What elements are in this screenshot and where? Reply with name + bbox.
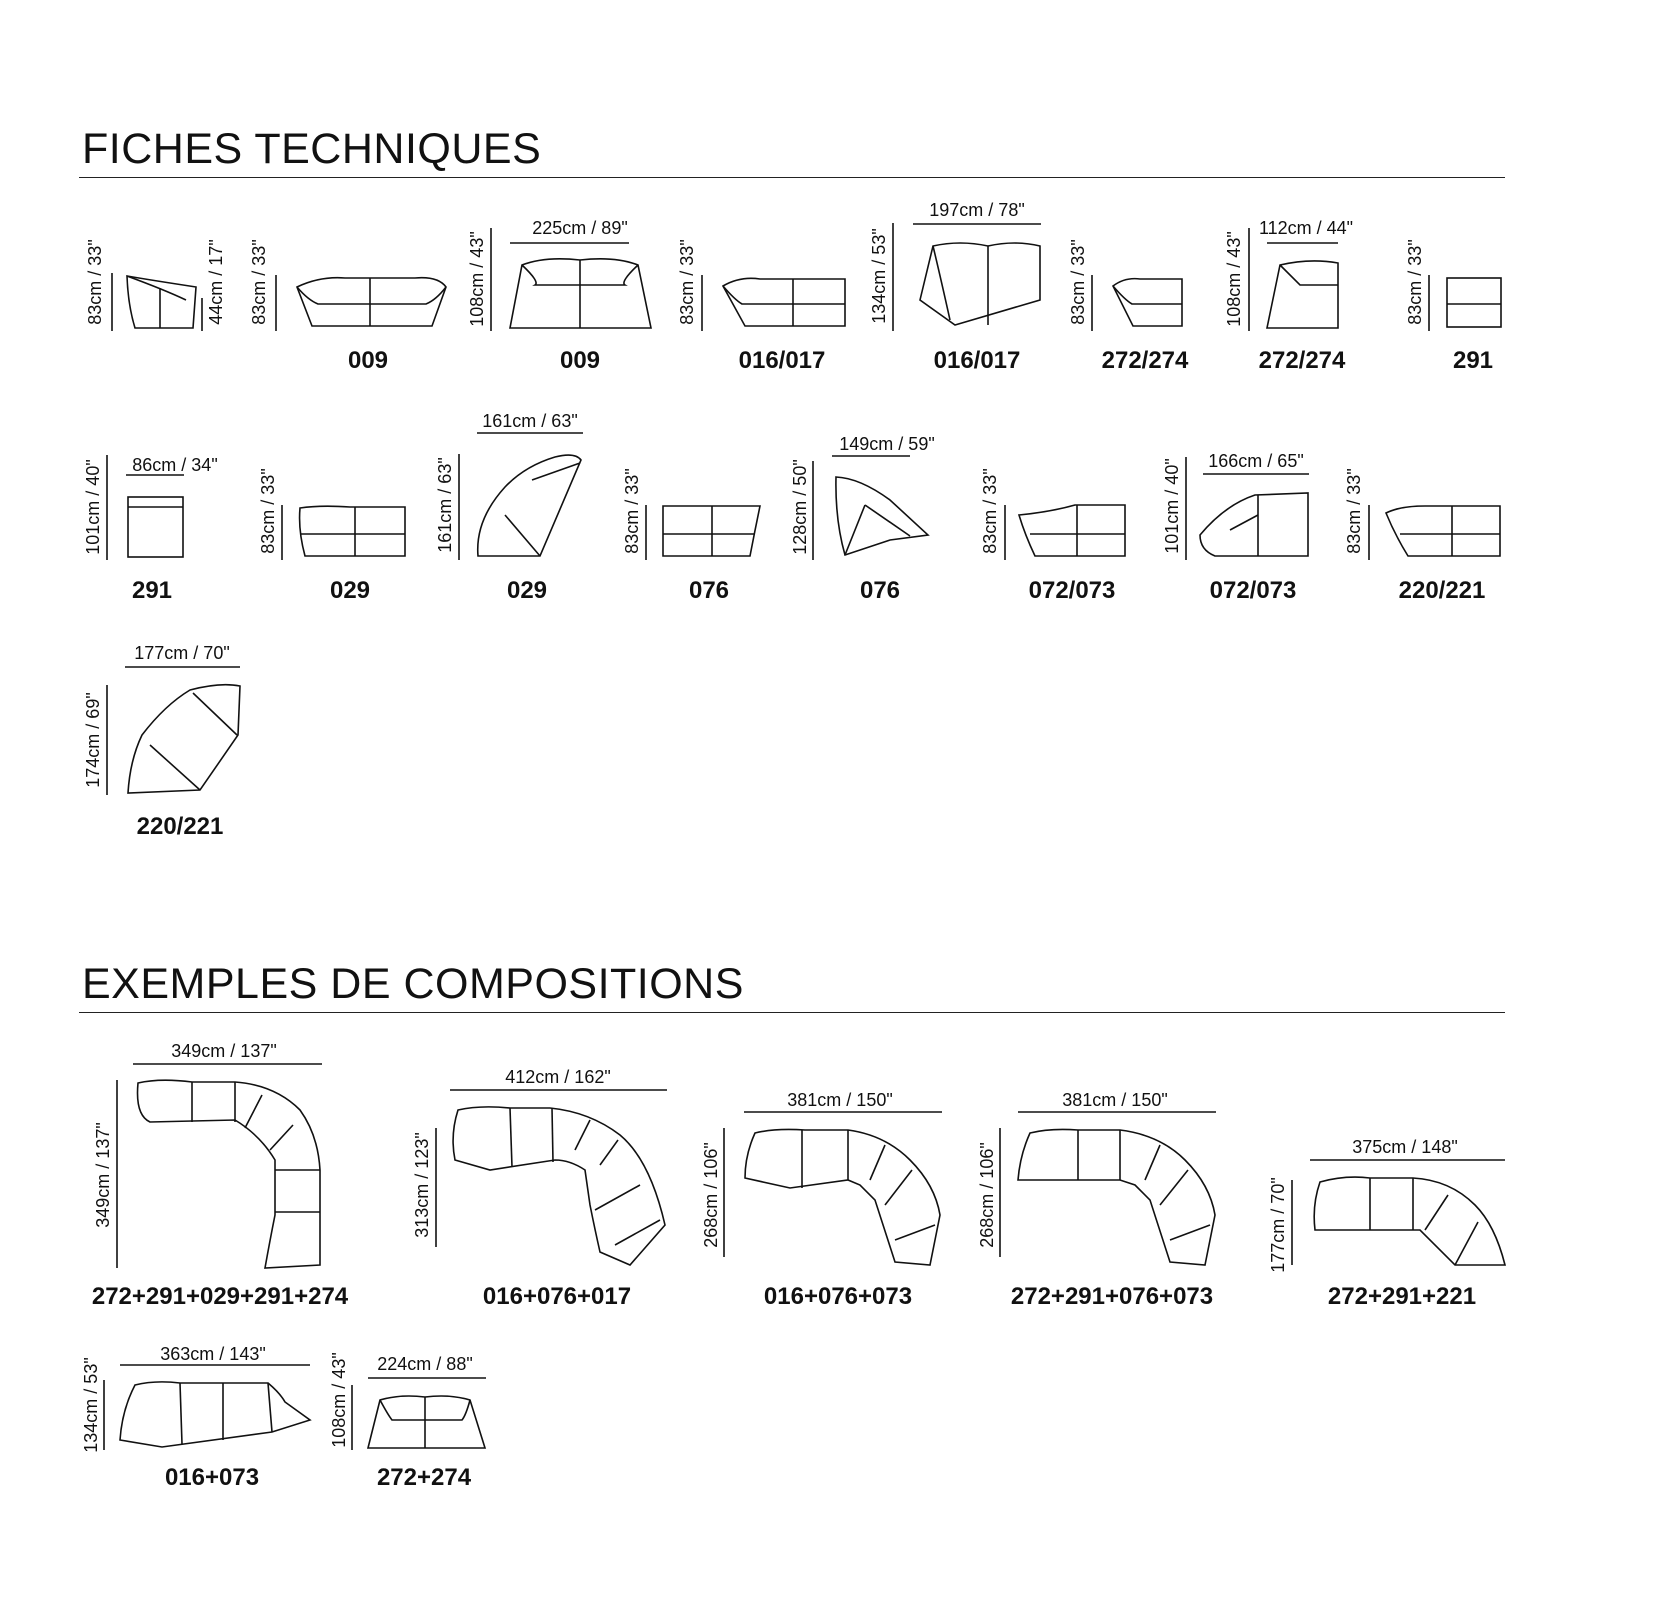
item-code: 291: [131, 577, 173, 604]
item-code: 072/073: [1028, 577, 1116, 604]
height-dimension: 108cm / 43": [467, 231, 487, 327]
composition-code: 272+274: [376, 1464, 472, 1491]
item-code: 016/017: [933, 347, 1021, 374]
height-dimension: 83cm / 33": [1344, 468, 1364, 554]
width-dimension: 112cm / 44": [1258, 218, 1354, 238]
height-dimension: 134cm / 53": [869, 228, 889, 324]
composition-code: 272+291+221: [1327, 1283, 1477, 1310]
height-dimension: 83cm / 33": [85, 239, 105, 325]
height-dimension: 177cm / 70": [1268, 1177, 1288, 1273]
height-dimension: 268cm / 106": [701, 1142, 721, 1248]
width-dimension: 412cm / 162": [505, 1067, 611, 1087]
seat-height-dimension: 44cm / 17": [206, 239, 226, 325]
item-code: 272/274: [1101, 347, 1189, 374]
width-dimension: 177cm / 70": [134, 643, 230, 663]
composition-code: 016+076+017: [482, 1283, 632, 1310]
width-dimension: 381cm / 150": [1062, 1090, 1168, 1110]
section-title-compositions: EXEMPLES DE COMPOSITIONS: [82, 960, 744, 1008]
item-code: 272/274: [1258, 347, 1346, 374]
item-code: 029: [506, 577, 548, 604]
width-dimension: 161cm / 63": [482, 411, 578, 431]
section-title-technical: FICHES TECHNIQUES: [82, 125, 542, 173]
item-code: 029: [329, 577, 371, 604]
item-code: 016/017: [738, 347, 826, 374]
composition-code: 272+291+029+291+274: [91, 1283, 349, 1310]
composition-code: 016+076+073: [763, 1283, 913, 1310]
height-dimension: 101cm / 40": [1162, 458, 1182, 554]
height-dimension: 83cm / 33": [258, 468, 278, 554]
item-code: 076: [859, 577, 901, 604]
composition-code: 016+073: [164, 1464, 260, 1491]
section-divider: [79, 177, 1505, 178]
height-dimension: 128cm / 50": [790, 459, 810, 555]
height-dimension: 83cm / 33": [1068, 239, 1088, 325]
height-dimension: 268cm / 106": [977, 1142, 997, 1248]
height-dimension: 83cm / 33": [980, 468, 1000, 554]
item-code: 076: [688, 577, 730, 604]
height-dimension: 83cm / 33": [249, 239, 269, 325]
height-dimension: 108cm / 43": [1224, 231, 1244, 327]
item-code: 009: [347, 347, 389, 374]
item-code: 220/221: [1398, 577, 1486, 604]
height-dimension: 313cm / 123": [412, 1132, 432, 1238]
height-dimension: 101cm / 40": [83, 459, 103, 555]
width-dimension: 224cm / 88": [377, 1354, 473, 1374]
item-code: 072/073: [1209, 577, 1297, 604]
height-dimension: 108cm / 43": [329, 1352, 349, 1448]
height-dimension: 174cm / 69": [83, 692, 103, 788]
height-dimension: 83cm / 33": [1405, 239, 1425, 325]
item-code: 220/221: [136, 813, 224, 840]
height-dimension: 161cm / 63": [435, 457, 455, 553]
width-dimension: 197cm / 78": [929, 200, 1025, 220]
width-dimension: 363cm / 143": [160, 1344, 266, 1364]
composition-code: 272+291+076+073: [1010, 1283, 1214, 1310]
width-dimension: 225cm / 89": [532, 218, 628, 238]
height-dimension: 349cm / 137": [93, 1122, 113, 1228]
width-dimension: 166cm / 65": [1208, 451, 1304, 471]
height-dimension: 83cm / 33": [622, 468, 642, 554]
height-dimension: 134cm / 53": [81, 1357, 101, 1453]
item-code: 009: [559, 347, 601, 374]
item-code: 291: [1452, 347, 1494, 374]
section-divider: [79, 1012, 1505, 1013]
width-dimension: 381cm / 150": [787, 1090, 893, 1110]
width-dimension: 349cm / 137": [171, 1041, 277, 1061]
width-dimension: 375cm / 148": [1352, 1137, 1458, 1157]
width-dimension: 149cm / 59": [839, 434, 935, 454]
width-dimension: 86cm / 34": [132, 455, 218, 475]
height-dimension: 83cm / 33": [677, 239, 697, 325]
